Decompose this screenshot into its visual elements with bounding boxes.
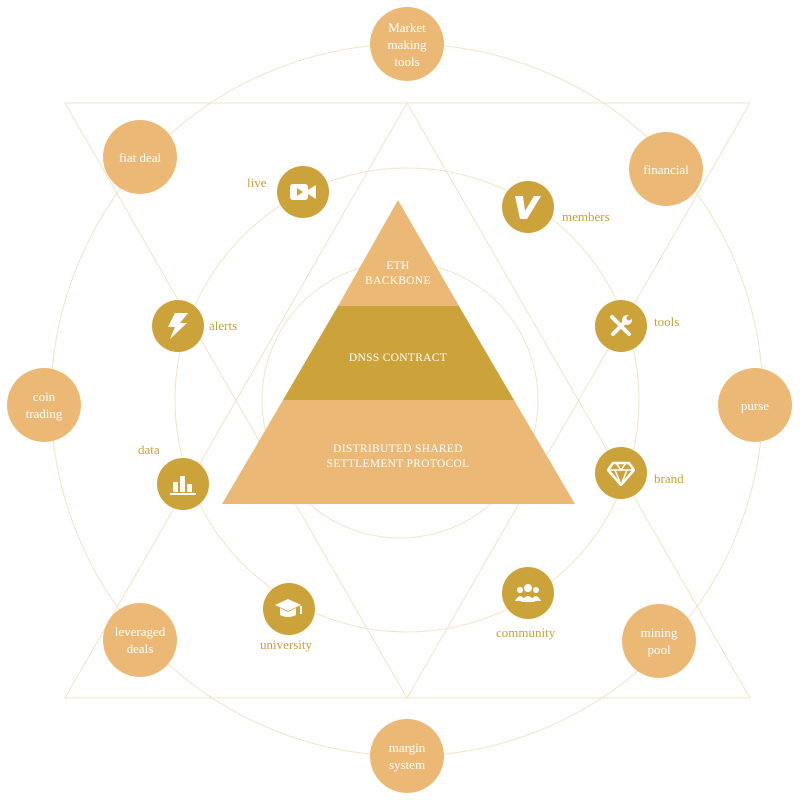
node-coin-trading[interactable]: coin trading: [7, 368, 81, 442]
pyramid-middle-label: DNSS CONTRACT: [348, 352, 448, 364]
label-data: data: [138, 442, 160, 457]
users-icon[interactable]: [502, 567, 554, 619]
label-tools: tools: [654, 314, 680, 329]
video-camera-icon[interactable]: [277, 166, 329, 218]
node-text: financial: [643, 161, 689, 177]
node-text: system: [388, 757, 426, 772]
node-text: trading: [25, 406, 63, 421]
pyramid-bottom-label: DISTRIBUTED SHARED SETTLEMENT PROTOCOL: [280, 442, 516, 472]
label-brand: brand: [654, 471, 684, 486]
pyramid-top-line2: BACKBONE: [365, 275, 431, 287]
node-text: purse: [740, 397, 770, 413]
wrench-screwdriver-icon[interactable]: [595, 300, 647, 352]
node-text: making: [387, 36, 427, 52]
node-financial[interactable]: financial: [629, 132, 703, 206]
node-fiat-deal[interactable]: fiat deal: [103, 120, 177, 194]
pyramid-top-tier: [338, 200, 459, 306]
pyramid-middle-tier: [283, 306, 514, 400]
label-live: live: [247, 175, 267, 190]
diamond-icon[interactable]: [595, 447, 647, 499]
v-logo-icon[interactable]: [502, 181, 554, 233]
label-university: university: [260, 637, 312, 652]
node-text: pool: [647, 642, 671, 657]
node-mining-pool[interactable]: mining pool: [622, 604, 696, 678]
node-text: leveraged: [114, 624, 166, 639]
label-alerts: alerts: [209, 318, 238, 333]
pyramid-top-line1: ETH: [386, 260, 410, 272]
graduation-cap-icon[interactable]: [263, 583, 315, 635]
label-community: community: [496, 625, 556, 640]
node-purse[interactable]: purse: [718, 368, 792, 442]
pyramid-top-label: ETH BACKBONE: [340, 259, 456, 289]
node-text: margin: [388, 740, 426, 755]
node-text: Market: [388, 19, 426, 35]
pyramid-bottom-line1: DISTRIBUTED SHARED: [333, 443, 463, 455]
node-leveraged-deals[interactable]: leveraged deals: [103, 603, 177, 677]
pyramid-bottom-line2: SETTLEMENT PROTOCOL: [326, 458, 470, 470]
middle-ring: [174, 167, 640, 633]
node-text: fiat deal: [118, 149, 162, 165]
label-members: members: [562, 209, 610, 224]
lightning-icon[interactable]: [152, 300, 204, 352]
bar-chart-icon[interactable]: [157, 458, 209, 510]
hexagram-down-triangle: [64, 102, 751, 700]
node-text: deals: [126, 641, 154, 656]
pyramid-bottom-tier: [222, 400, 575, 504]
node-text: tools: [394, 53, 420, 69]
node-margin-system[interactable]: margin system: [370, 719, 444, 793]
node-text: coin: [32, 389, 56, 404]
node-text: mining: [640, 625, 678, 640]
